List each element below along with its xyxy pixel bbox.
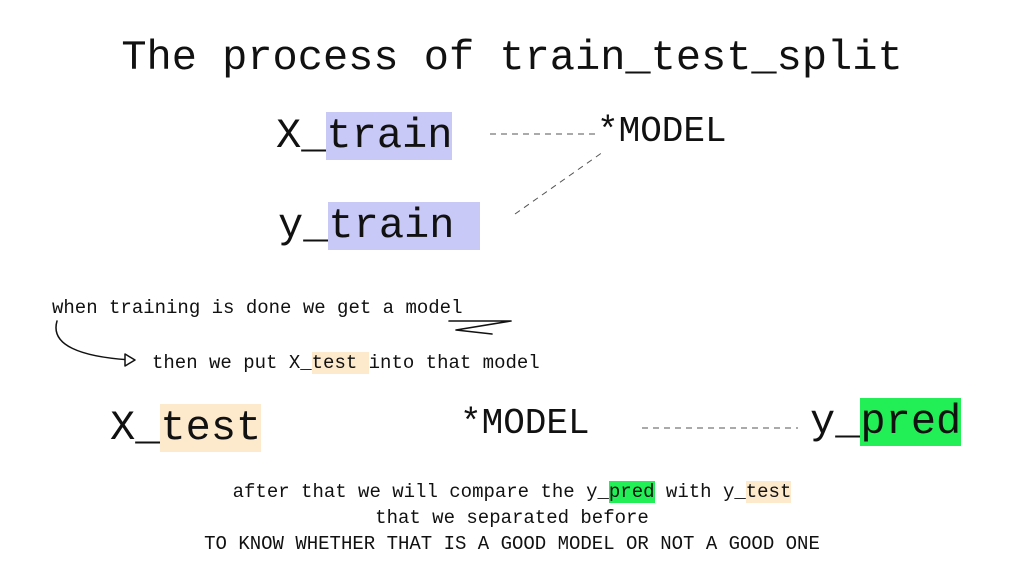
c1-test-highlight: test — [745, 481, 792, 503]
c1-pred-highlight: pred — [608, 481, 655, 503]
y-pred-label: y_pred — [810, 398, 962, 446]
model-bottom-label: *MODEL — [460, 403, 590, 444]
y-train-highlight: train — [328, 202, 480, 250]
x-train-highlight: train — [326, 112, 453, 160]
x-test-highlight: test — [160, 404, 262, 452]
note1-text: when training is done we get a — [52, 297, 406, 319]
c1-test-prefix: y_ — [722, 481, 746, 503]
y-pred-prefix: y_ — [810, 398, 861, 446]
note-put-x-test: then we put X_test into that model — [152, 352, 540, 374]
x-test-prefix: X_ — [110, 404, 161, 452]
conclusion-line-1: after that we will compare the y_pred wi… — [0, 481, 1024, 503]
curved-arrow-icon — [55, 320, 133, 361]
note2-prefix: then we put — [152, 352, 289, 374]
c1-text-a: after that we will compare the — [232, 481, 587, 503]
note2-var-highlight: test — [311, 352, 369, 374]
c1-text-b: with — [654, 481, 723, 503]
note2-var-prefix: X_ — [288, 352, 312, 374]
y-pred-highlight: pred — [860, 398, 962, 446]
diagram-title: The process of train_test_split — [121, 34, 903, 82]
y-train-label: y_train — [278, 202, 480, 250]
x-train-label: X_train — [276, 112, 453, 160]
x-test-label: X_test — [110, 404, 262, 452]
conclusion-line-2: that we separated before — [375, 507, 649, 529]
note2-suffix: into that model — [368, 352, 540, 374]
model-top-label: *MODEL — [597, 111, 727, 152]
arrow-head-icon — [124, 353, 136, 367]
note1-model-word: model — [405, 297, 463, 319]
conclusion-line-3: TO KNOW WHETHER THAT IS A GOOD MODEL OR … — [204, 533, 820, 555]
c1-pred-prefix: y_ — [586, 481, 609, 503]
note-training-done: when training is done we get a model — [52, 297, 462, 319]
x-train-prefix: X_ — [276, 112, 327, 160]
y-train-to-model-connector — [514, 151, 604, 215]
model-word-underline — [448, 320, 512, 335]
y-train-prefix: y_ — [278, 202, 329, 250]
